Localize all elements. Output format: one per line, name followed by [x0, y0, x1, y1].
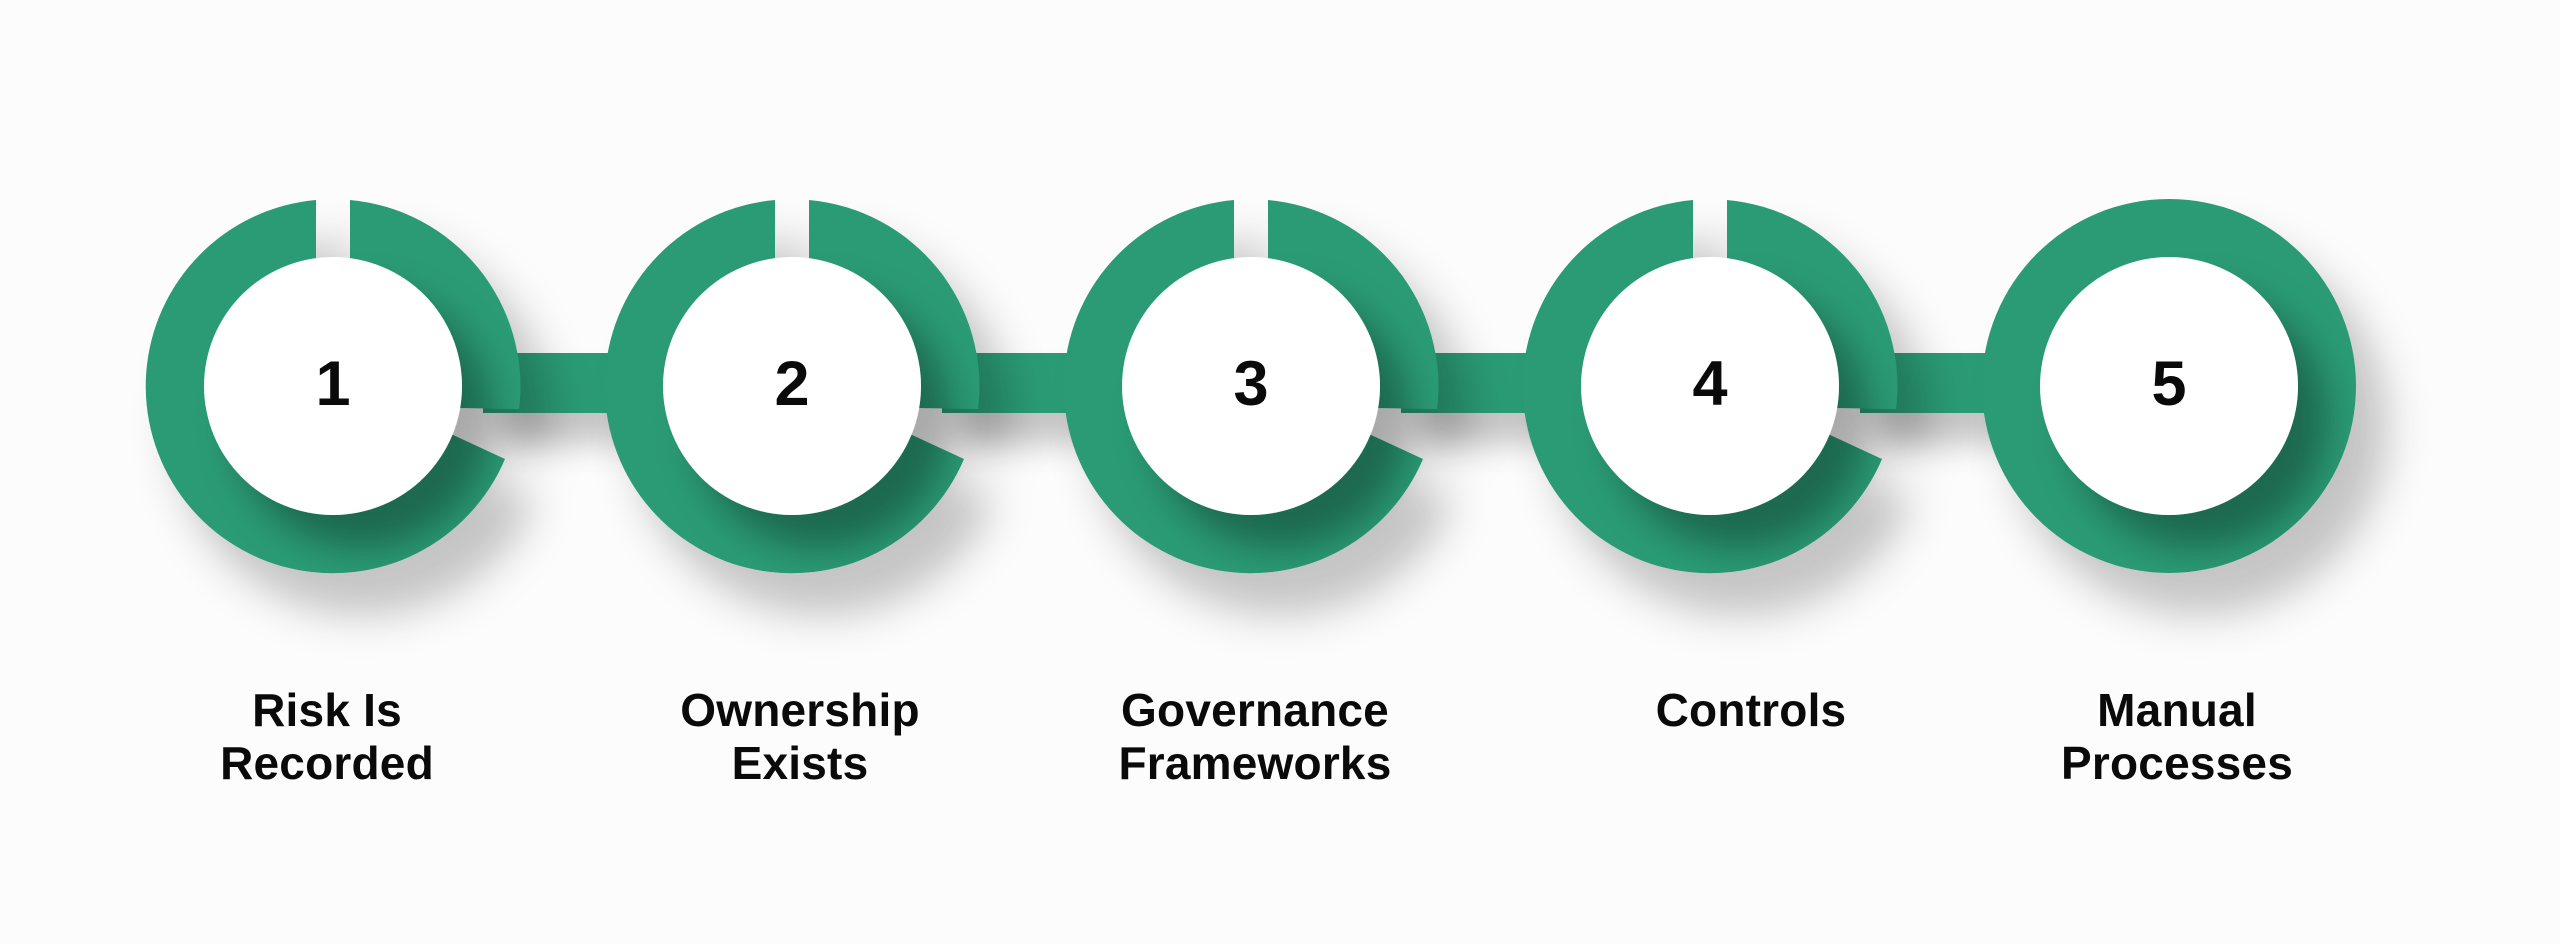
step-group-3: 3: [1063, 200, 1439, 574]
step-inner-circle-3: [1122, 257, 1380, 515]
step-inner-circle-5: [2040, 257, 2298, 515]
step-inner-circle-2: [663, 257, 921, 515]
step-number-4: 4: [1692, 349, 1727, 419]
step-group-4: 4: [1522, 200, 1898, 574]
step-number-1: 1: [315, 349, 350, 419]
step-inner-circle-1: [204, 257, 462, 515]
step-ring-4: [1522, 200, 1898, 574]
step-number-2: 2: [774, 349, 809, 419]
step-ring-5: [1982, 199, 2356, 573]
step-number-5: 5: [2151, 349, 2186, 419]
step-ring-3: [1063, 200, 1439, 574]
step-ring-2: [604, 200, 980, 574]
step-number-3: 3: [1233, 349, 1268, 419]
step-ring-1: [145, 200, 521, 574]
step-inner-circle-4: [1581, 257, 1839, 515]
step-group-5: 5: [1982, 199, 2356, 573]
step-group-2: 2: [604, 200, 980, 574]
step-group-1: 1: [145, 200, 521, 574]
